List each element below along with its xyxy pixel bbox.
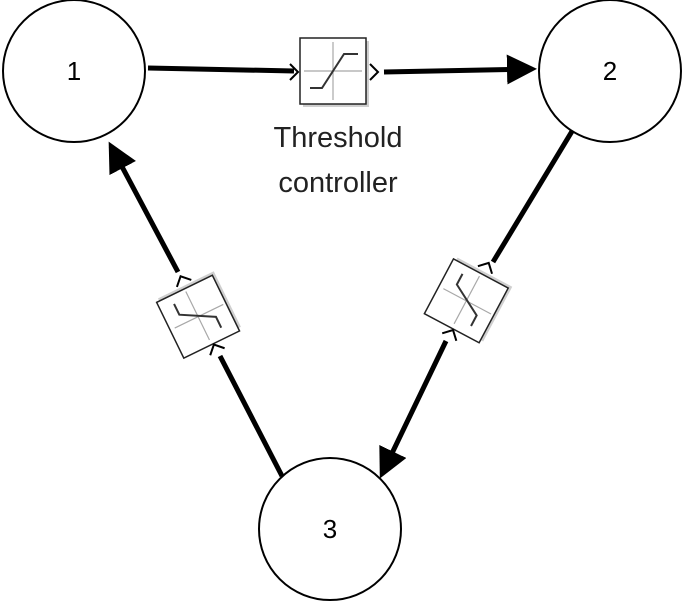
- block-input-port: [209, 343, 225, 356]
- edge-3-to-1: [108, 141, 285, 478]
- block-input-port: [289, 63, 300, 81]
- block-output-port: [369, 63, 380, 81]
- caption-line-2: controller: [278, 167, 398, 199]
- edge-1-to-2: [147, 54, 537, 85]
- edge-3-to-1-input-line: [217, 354, 285, 478]
- block-caption: Threshold controller: [274, 122, 403, 199]
- node-3-label: 3: [323, 514, 337, 544]
- node-1-label: 1: [67, 56, 81, 86]
- edge-2-to-3-input-line: [490, 126, 577, 264]
- edge-1-to-2-output-line: [383, 54, 537, 85]
- saturation-block-icon: [299, 37, 369, 107]
- node-1-circle: [2, 0, 146, 143]
- block-input-port: [441, 328, 458, 342]
- saturation-block-icon: [423, 257, 513, 344]
- block-output-port: [175, 274, 192, 288]
- edge-2-to-3-output-line: [379, 339, 449, 479]
- threshold-controller-block-top[interactable]: [289, 37, 380, 107]
- node-3-circle: [258, 457, 402, 601]
- node-2-circle: [538, 0, 682, 143]
- edge-1-to-2-input-line: [147, 65, 295, 74]
- node-2[interactable]: 2: [538, 0, 682, 143]
- node-3[interactable]: 3: [258, 457, 402, 601]
- node-2-label: 2: [603, 56, 617, 86]
- block-output-port: [477, 261, 493, 275]
- node-1[interactable]: 1: [2, 0, 146, 143]
- edge-3-to-1-output-line: [108, 141, 181, 274]
- caption-line-1: Threshold: [274, 122, 403, 154]
- saturation-block-icon: [155, 271, 241, 360]
- edge-2-to-3: [379, 126, 577, 479]
- threshold-controller-block-left[interactable]: [151, 262, 246, 366]
- threshold-controller-block-right[interactable]: [420, 247, 517, 352]
